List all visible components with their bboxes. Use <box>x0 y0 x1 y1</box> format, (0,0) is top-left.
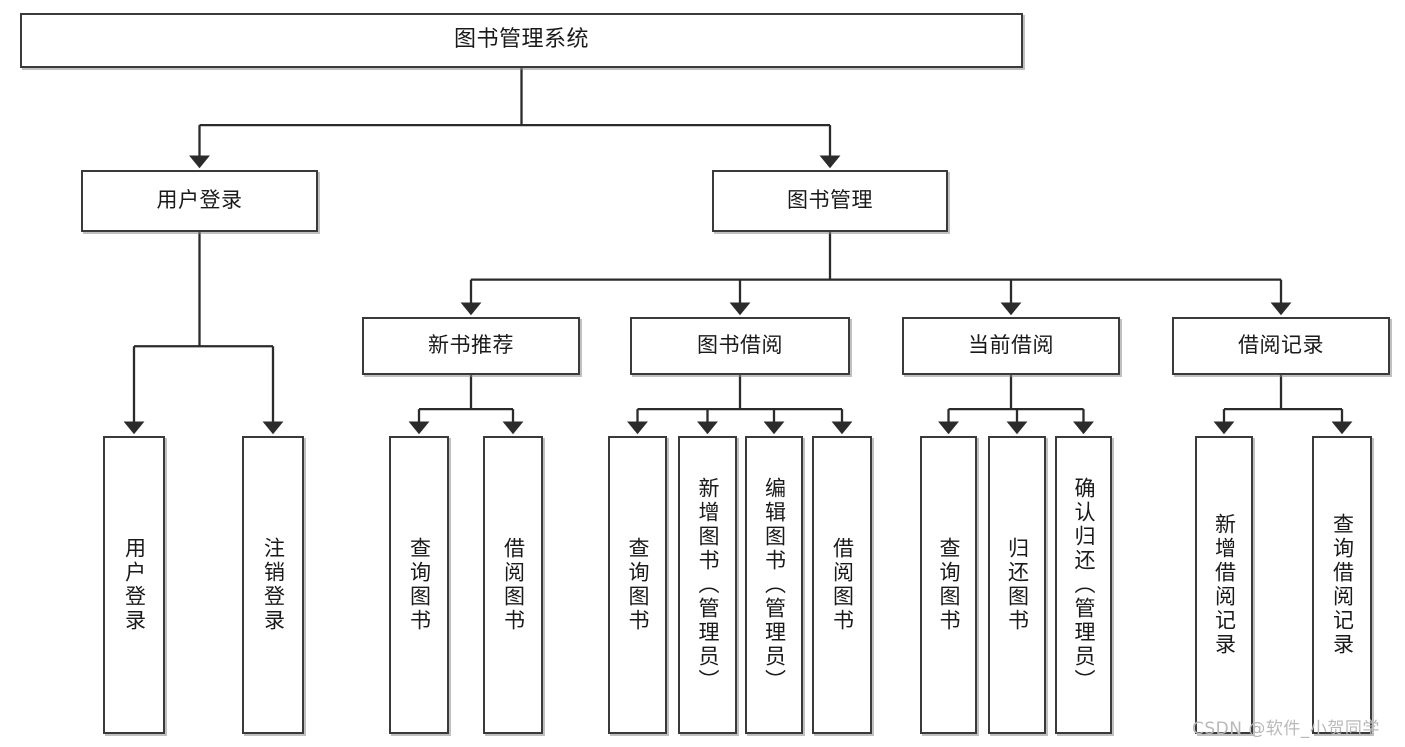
node-label: 图书管理系统 <box>453 27 589 53</box>
node-label: 借阅记录 <box>1238 333 1324 358</box>
leaf-node[interactable]: 借阅图书 <box>812 436 872 734</box>
csdn-watermark: CSDN @软件_小贺同学 <box>1192 719 1380 739</box>
branch-node[interactable]: 图书借阅 <box>630 317 850 375</box>
leaf-node[interactable]: 注销登录 <box>242 436 304 734</box>
node-label: 查询图书 <box>407 537 432 633</box>
node-label: 借阅图书 <box>830 537 855 633</box>
leaf-node[interactable]: 查询借阅记录 <box>1312 436 1372 734</box>
node-label: 图书管理 <box>787 188 873 213</box>
leaf-node[interactable]: 编辑图书（管理员） <box>745 436 803 734</box>
leaf-node[interactable]: 查询图书 <box>608 436 667 734</box>
node-label: 查询借阅记录 <box>1330 513 1355 657</box>
node-label: 当前借阅 <box>968 333 1054 358</box>
branch-node[interactable]: 借阅记录 <box>1172 317 1390 375</box>
node-label: 图书借阅 <box>697 333 783 358</box>
node-label: 新书推荐 <box>428 333 514 358</box>
leaf-node[interactable]: 借阅图书 <box>483 436 543 734</box>
node-label: 归还图书 <box>1005 537 1030 633</box>
node-label: 用户登录 <box>156 188 243 213</box>
leaf-node[interactable]: 查询图书 <box>389 436 449 734</box>
node-label: 用户登录 <box>122 537 147 633</box>
node-label: 确认归还（管理员） <box>1072 477 1096 693</box>
leaf-node[interactable]: 归还图书 <box>988 436 1046 734</box>
node-label: 注销登录 <box>261 537 286 633</box>
branch-node[interactable]: 新书推荐 <box>362 317 580 375</box>
node-label: 新增借阅记录 <box>1212 513 1237 657</box>
branch-node[interactable]: 图书管理 <box>712 170 948 232</box>
leaf-node[interactable]: 查询图书 <box>920 436 977 734</box>
node-label: 借阅图书 <box>501 537 526 633</box>
leaf-node[interactable]: 新增借阅记录 <box>1195 436 1253 734</box>
root-node[interactable]: 图书管理系统 <box>20 13 1023 68</box>
node-label: 新增图书（管理员） <box>696 477 720 693</box>
branch-node[interactable]: 用户登录 <box>81 170 318 232</box>
branch-node[interactable]: 当前借阅 <box>902 317 1120 375</box>
leaf-node[interactable]: 用户登录 <box>103 436 165 734</box>
node-label: 查询图书 <box>626 537 650 633</box>
leaf-node[interactable]: 新增图书（管理员） <box>678 436 737 734</box>
node-label: 编辑图书（管理员） <box>762 477 787 693</box>
node-label: 查询图书 <box>937 537 961 633</box>
leaf-node[interactable]: 确认归还（管理员） <box>1055 436 1112 734</box>
